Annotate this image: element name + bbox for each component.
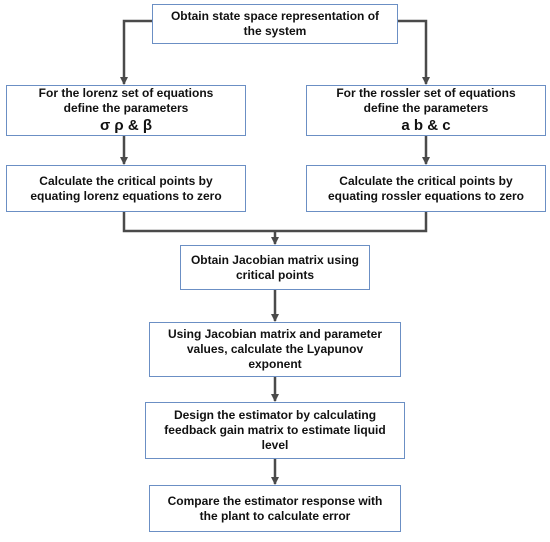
lorenz-params-line-2: define the parameters [63, 101, 189, 115]
rossler-critical-box: Calculate the critical points by equatin… [306, 165, 546, 212]
rossler-params-line-2: define the parameters [363, 101, 489, 115]
lyapunov-line-2: values, calculate the Lyapunov [186, 342, 364, 356]
estimator-line-1: Design the estimator by calculating [173, 408, 377, 422]
compare-box: Compare the estimator response with the … [149, 485, 401, 532]
rossler-params-box: For the rossler set of equations define … [306, 85, 546, 136]
lyapunov-line-3: exponent [248, 357, 302, 371]
lorenz-critical-line-2: equating lorenz equations to zero [30, 188, 222, 203]
estimator-line-3: level [261, 438, 289, 452]
lorenz-params-box: For the lorenz set of equations define t… [6, 85, 246, 136]
lorenz-critical-box: Calculate the critical points by equatin… [6, 165, 246, 212]
state-space-line-2: the system [243, 24, 307, 38]
rossler-params-symbols: a b & c [401, 117, 451, 134]
rossler-params-line-1: For the rossler set of equations [336, 86, 516, 100]
jacobian-line-1: Obtain Jacobian matrix using [190, 252, 360, 267]
lorenz-params-symbols: σ ρ & β [99, 117, 153, 134]
lyapunov-line-1: Using Jacobian matrix and parameter [167, 327, 383, 341]
estimator-line-2: feedback gain matrix to estimate liquid [164, 423, 386, 437]
merge-line [122, 212, 428, 233]
arrow-to-rossler-params [398, 19, 430, 85]
rossler-critical-line-2: equating rossler equations to zero [327, 188, 525, 203]
state-space-box: Obtain state space representation of the… [152, 4, 398, 44]
lorenz-critical-line-1: Calculate the critical points by [39, 173, 213, 188]
compare-line-1: Compare the estimator response with [167, 493, 383, 508]
jacobian-box: Obtain Jacobian matrix using critical po… [180, 245, 370, 290]
rossler-critical-line-1: Calculate the critical points by [339, 173, 513, 188]
state-space-line-1: Obtain state space representation of [170, 9, 380, 23]
jacobian-line-2: critical points [235, 267, 315, 282]
lorenz-params-line-1: For the lorenz set of equations [38, 86, 214, 100]
arrow-to-lorenz-params [120, 19, 152, 85]
compare-line-2: the plant to calculate error [199, 508, 351, 523]
lyapunov-box: Using Jacobian matrix and parameter valu… [149, 322, 401, 377]
estimator-box: Design the estimator by calculating feed… [145, 402, 405, 459]
